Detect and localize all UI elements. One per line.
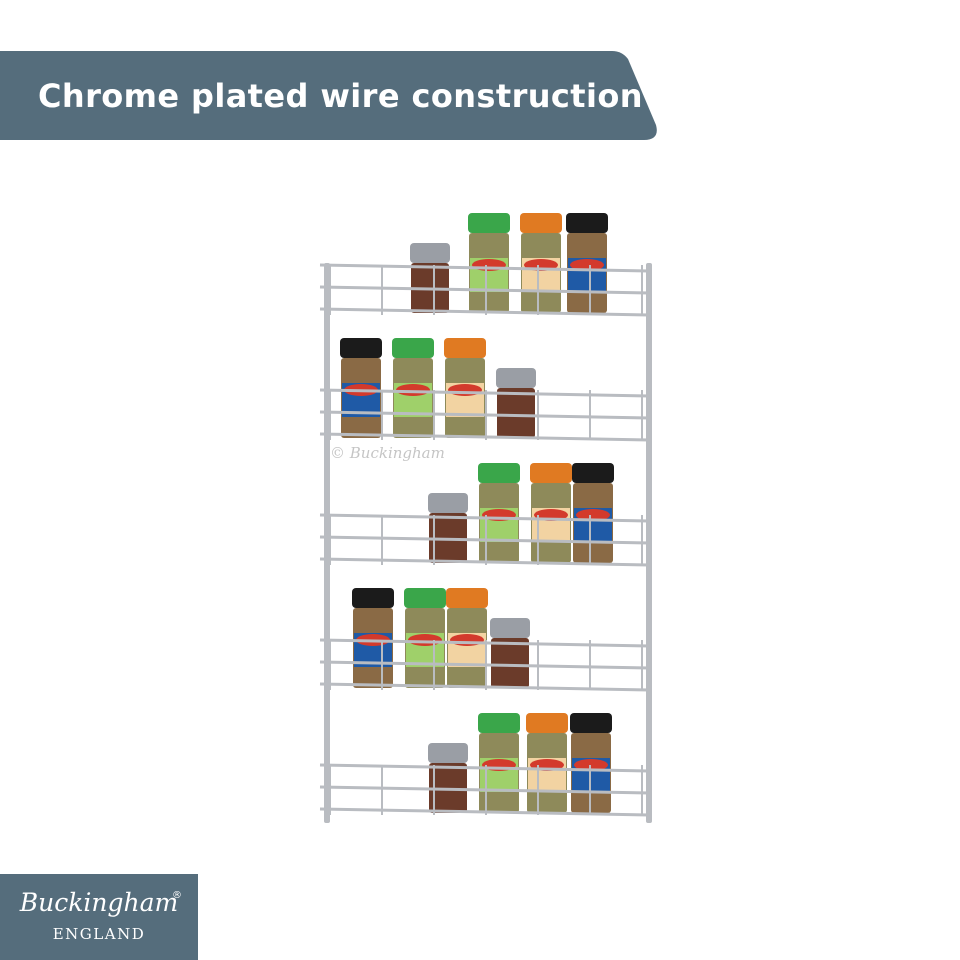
jar-cap	[490, 618, 530, 638]
jar-cap	[352, 588, 394, 608]
jar-body	[491, 638, 529, 688]
jar-cap	[340, 338, 382, 358]
jar-cap	[566, 213, 608, 233]
jar-cap	[428, 743, 468, 763]
label-badge	[570, 259, 604, 271]
banner-title: Chrome plated wire construction	[38, 76, 643, 115]
jar-cap	[404, 588, 446, 608]
jar-cap	[428, 493, 468, 513]
jar-cap	[530, 463, 572, 483]
label-badge	[408, 634, 442, 646]
brand-country: ENGLAND	[52, 925, 146, 943]
jar-cap	[496, 368, 536, 388]
banner-shape	[0, 51, 657, 140]
watermark: © Buckingham	[330, 444, 445, 462]
jar-cap	[478, 713, 520, 733]
jar-cap	[570, 713, 612, 733]
brand-name: Buckingham	[19, 888, 179, 917]
spice-rack-illustration	[319, 213, 652, 823]
jar-cap	[520, 213, 562, 233]
jar-cap	[478, 463, 520, 483]
jar-cap	[572, 463, 614, 483]
jar-cap	[410, 243, 450, 263]
jar-cap	[444, 338, 486, 358]
jar-cap	[392, 338, 434, 358]
spice-rack-image	[300, 195, 670, 835]
label-badge	[576, 509, 610, 521]
jar-cap	[526, 713, 568, 733]
feature-banner: Chrome plated wire construction	[0, 51, 660, 140]
registered-mark: ®	[172, 890, 182, 901]
jar-body	[497, 388, 535, 438]
brand-logo: Buckingham ® ENGLAND	[0, 874, 198, 960]
jar-cap	[446, 588, 488, 608]
jar-cap	[468, 213, 510, 233]
